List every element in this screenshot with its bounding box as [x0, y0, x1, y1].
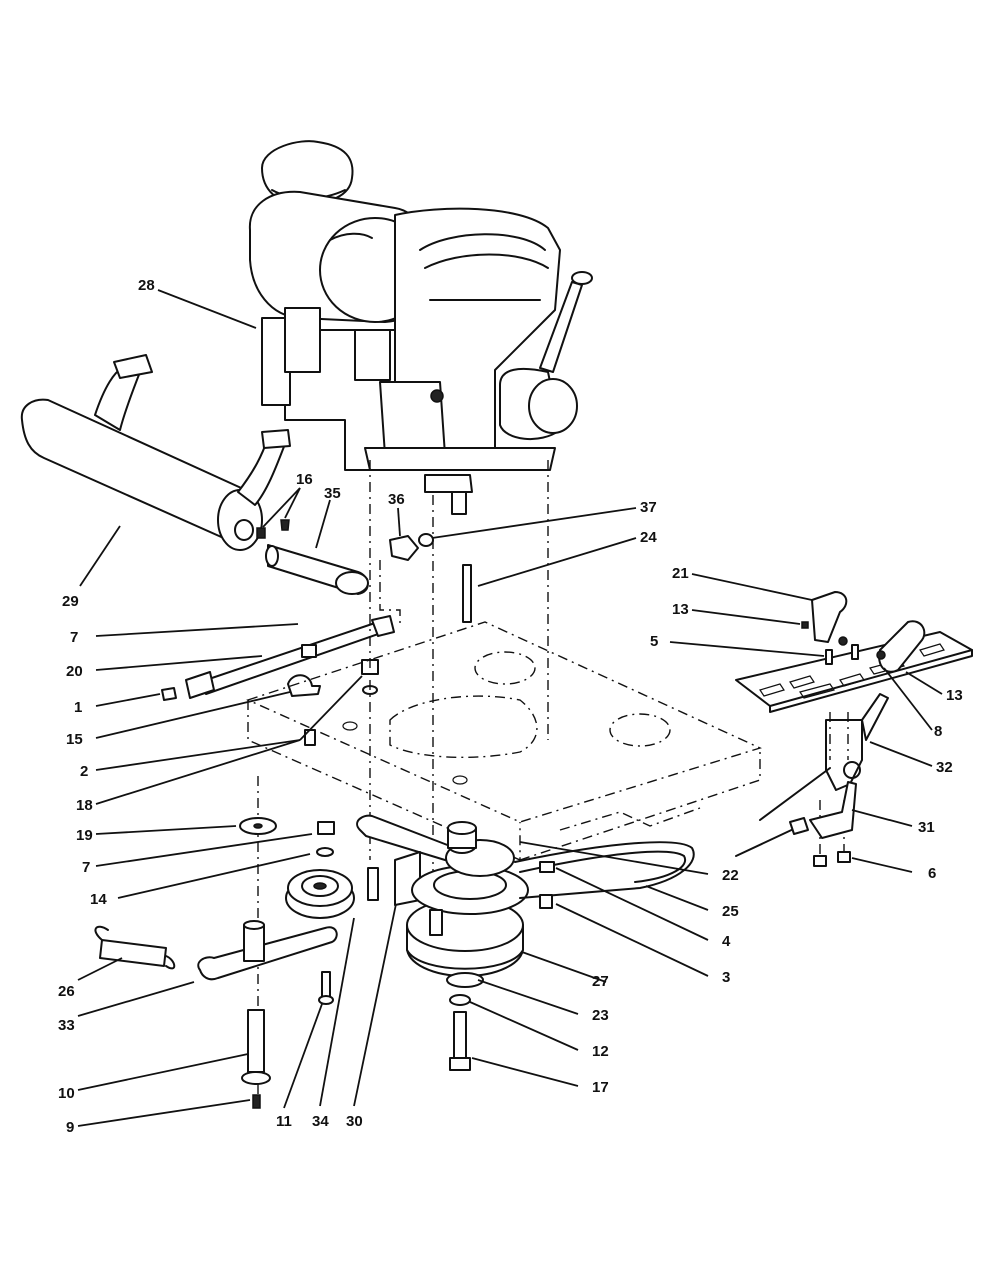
callout-18: 18 [76, 797, 93, 814]
callout-6: 6 [928, 865, 936, 882]
callout-33: 33 [58, 1017, 75, 1034]
callout-29: 29 [62, 593, 79, 610]
callout-36: 36 [388, 491, 405, 508]
fittings [389, 533, 472, 623]
callout-7-lower: 7 [82, 859, 90, 876]
callout-5: 5 [650, 633, 658, 650]
leader-27 [521, 951, 607, 983]
leader-16a [262, 487, 301, 528]
callout-28: 28 [138, 277, 155, 294]
callout-10: 10 [58, 1085, 75, 1102]
callout-13-right: 13 [946, 687, 963, 704]
callout-25: 25 [722, 903, 739, 920]
leader-7a [95, 623, 299, 637]
leader-7b [95, 833, 313, 867]
leader-26 [77, 957, 123, 981]
leader-4 [555, 867, 709, 941]
callout-17: 17 [592, 1079, 609, 1096]
leader-14 [117, 853, 311, 899]
callout-3: 3 [722, 969, 730, 986]
callout-labels: 28 29 16 35 36 37 24 21 13 5 13 8 32 31 … [58, 277, 963, 1136]
fuel-line [161, 615, 395, 701]
leader-32 [869, 741, 933, 767]
callout-31: 31 [918, 819, 935, 836]
leader-28 [157, 289, 257, 329]
callout-16: 16 [296, 471, 313, 488]
leader-20 [95, 655, 263, 671]
leader-11 [283, 1003, 323, 1109]
leader-6 [851, 857, 913, 873]
callout-4: 4 [722, 933, 731, 950]
leader-31 [851, 809, 913, 827]
leader-21 [691, 573, 813, 601]
callout-14: 14 [90, 891, 107, 908]
leader-13a [691, 609, 801, 625]
leader-25 [645, 885, 709, 911]
idler-arm-assembly [94, 920, 338, 1109]
leader-29 [79, 525, 121, 587]
callout-35: 35 [324, 485, 341, 502]
callout-37: 37 [640, 499, 657, 516]
callout-11: 11 [276, 1113, 292, 1130]
leader-17 [471, 1057, 579, 1087]
leader-35 [315, 499, 331, 549]
callout-27: 27 [592, 973, 609, 990]
callout-2: 2 [80, 763, 88, 780]
idler-pulley [285, 867, 379, 919]
callout-20: 20 [66, 663, 83, 680]
leader-33 [77, 981, 195, 1017]
callout-23: 23 [592, 1007, 609, 1024]
leader-13b [905, 671, 943, 695]
callout-21: 21 [672, 565, 689, 582]
leader-1 [95, 693, 161, 707]
control-panel [735, 591, 973, 867]
callout-7: 7 [70, 629, 78, 646]
leader-30 [353, 903, 397, 1107]
callout-32: 32 [936, 759, 953, 776]
leader-2 [95, 739, 301, 771]
leader-5 [669, 641, 825, 657]
callout-9: 9 [66, 1119, 74, 1136]
engine-assembly [248, 140, 593, 515]
leader-19 [95, 825, 237, 835]
callout-13: 13 [672, 601, 689, 618]
leader-34 [319, 917, 355, 1107]
clutch-assembly [356, 814, 695, 1071]
callout-34: 34 [312, 1113, 329, 1130]
callout-1: 1 [74, 699, 82, 716]
callout-15: 15 [66, 731, 83, 748]
leader-2b [299, 675, 363, 741]
leader-18 [95, 739, 301, 805]
leader-3 [555, 903, 709, 977]
leader-lines [77, 289, 943, 1127]
callout-24: 24 [640, 529, 657, 546]
callout-12: 12 [592, 1043, 609, 1060]
bolt-and-washer [239, 729, 335, 857]
tailpipe-and-screws [256, 519, 369, 595]
leader-24 [477, 537, 637, 587]
leader-8 [883, 667, 933, 731]
leader-23 [477, 979, 579, 1015]
callout-19: 19 [76, 827, 93, 844]
leader-36 [397, 507, 401, 537]
callout-26: 26 [58, 983, 75, 1000]
leader-22 [519, 841, 709, 875]
leader-12 [469, 1001, 579, 1051]
callout-8: 8 [934, 723, 942, 740]
leader-15 [95, 691, 291, 739]
leader-16b [284, 487, 301, 519]
leader-9 [77, 1099, 251, 1127]
callout-30: 30 [346, 1113, 363, 1130]
leader-37 [431, 507, 637, 539]
leader-10 [77, 1053, 249, 1091]
callout-22: 22 [722, 867, 739, 884]
muffler [20, 354, 291, 551]
